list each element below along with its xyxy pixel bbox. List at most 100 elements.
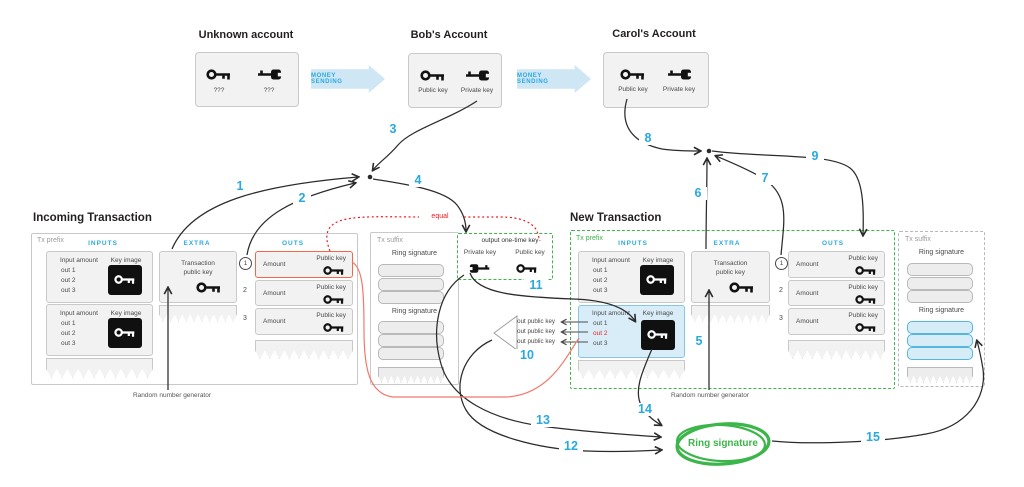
signature-row [907,263,973,276]
out-2-label: out 2 [61,330,76,337]
step-7: 7 [756,172,774,185]
new-signature-row-highlight [907,334,973,347]
carol-private-key-label: Private key [662,86,696,93]
output-one-time-key-box: output one-time key Private key Public k… [457,233,553,280]
carol-public-key-label: Public key [618,86,648,93]
public-key-label: Public key [848,312,878,319]
input-amount-label: Input amount [60,310,98,317]
new-input-block-1: Input amount Key image out 1 out 2 out 3 [578,251,685,303]
new-out-index-1: 1 [775,257,788,270]
signature-row [378,347,444,360]
ring-signature-label: Ring signature [391,250,438,257]
tx-public-key-line2: public key [183,269,213,276]
private-key-icon [666,68,692,86]
step-4: 4 [409,174,427,187]
key-image-icon [108,318,142,348]
signature-row [378,321,444,334]
new-inputs-header: INPUTS [618,240,648,247]
step-14: 14 [633,403,657,416]
public-key-icon [855,320,877,338]
amount-label: Amount [263,290,286,297]
equal-label: equal [419,213,461,221]
incoming-rng-label: Random number generator [132,392,212,399]
incoming-inputs-header: INPUTS [88,240,118,247]
new-signature-row-highlight [907,321,973,334]
unknown-key2-label: ??? [263,87,275,94]
incoming-tx-prefix-label: Tx prefix [37,237,64,244]
incoming-out-row-2: Amount Public key [255,280,353,306]
one-time-public-key-label: Public key [515,249,545,256]
bob-account-box: Public key Private key [408,53,502,108]
public-key-icon [420,69,446,87]
step-1: 1 [231,180,249,193]
incoming-out-index-2: 2 [243,287,247,294]
ring-signature-label: Ring signature [391,308,438,315]
signature-row [907,277,973,290]
step-6: 6 [689,187,707,200]
public-key-icon [206,68,232,86]
tx-public-key-line1: Transaction [181,260,215,267]
amount-label: Amount [263,318,286,325]
one-time-key-title: output one-time key [481,237,539,244]
key-image-label: Key image [642,257,674,264]
step-12: 12 [559,440,583,453]
money-sending-label: MONEY SENDING [311,73,343,85]
step-5: 5 [690,335,708,348]
out-3-label: out 3 [593,340,608,347]
new-out-index-2: 2 [779,287,783,294]
public-key-label: Public key [848,255,878,262]
step-9: 9 [806,150,824,163]
out-1-label: out 1 [593,267,608,274]
ring-signature-label: Ring signature [918,307,965,314]
public-key-icon [729,281,755,299]
new-out-index-3: 3 [779,315,783,322]
out-public-key-label-1: out public key [517,318,555,325]
new-rng-label: Random number generator [670,392,750,399]
incoming-extra-box: Transaction public key [159,251,237,303]
bob-private-key-label: Private key [460,87,494,94]
public-key-icon [855,292,877,310]
out-3-label: out 3 [61,340,76,347]
step-2: 2 [293,192,311,205]
money-sending-label: MONEY SENDING [517,73,549,85]
incoming-out-index-3: 3 [243,315,247,322]
public-key-icon [196,281,222,299]
new-out-row-2: Amount Public key [788,280,885,306]
input-amount-label: Input amount [60,257,98,264]
bob-public-key-label: Public key [418,87,448,94]
unknown-key1-label: ??? [213,87,225,94]
tx-public-key-line2: public key [716,269,745,276]
new-input-block-2-ring: Input amount Key image out 1 out 2 out 3 [578,305,685,358]
private-key-icon [469,261,491,279]
out-1-label: out 1 [61,267,76,274]
tx-suffix-label: Tx suffix [905,236,931,243]
out-1-label: out 1 [593,320,608,327]
private-key-icon [464,69,490,87]
step-3: 3 [384,123,402,136]
public-key-label: Public key [316,255,346,262]
step-11: 11 [524,279,548,292]
carol-account-title: Carol's Account [612,28,696,40]
new-extra-header: EXTRA [713,240,741,247]
one-time-private-key-label: Private key [463,249,497,256]
incoming-outs-header: OUTS [281,240,305,247]
out-3-label: out 3 [593,287,608,294]
amount-label: Amount [263,261,286,268]
public-key-icon [620,68,646,86]
out-1-label: out 1 [61,320,76,327]
amount-label: Amount [796,261,819,268]
incoming-transaction-title: Incoming Transaction [33,212,152,224]
public-key-icon [323,263,345,281]
arrow-9-path [711,150,863,235]
incoming-input-block-2: Input amount Key image out 1 out 2 out 3 [46,304,153,356]
public-key-label: Public key [316,284,346,291]
new-extra-box: Transaction public key [691,251,770,303]
torn-box [907,367,973,383]
public-key-icon [855,263,877,281]
new-signature-row-highlight [907,347,973,360]
input-amount-label: Input amount [592,310,630,317]
step-10: 10 [515,349,539,362]
amount-label: Amount [796,290,819,297]
key-image-label: Key image [110,310,142,317]
private-key-icon [256,68,282,86]
